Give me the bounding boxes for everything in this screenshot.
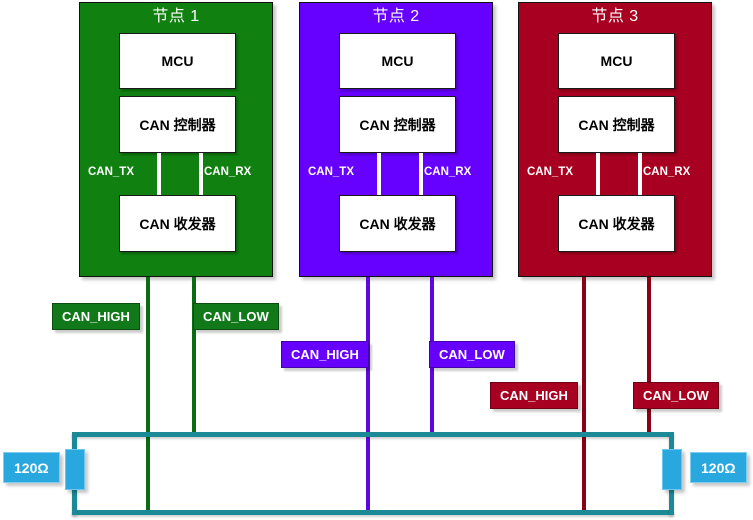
node-title-1: 节点 1 [152,8,200,25]
node-2-block-can-transceiver[interactable]: CAN 收发器 [339,195,456,252]
bus-rail-can-high [72,432,674,437]
node-3-block-can-transceiver[interactable]: CAN 收发器 [558,195,675,252]
node-card-3[interactable]: 节点 3 MCU CAN 控制器 CAN_TX CAN_RX CAN 收发器 [518,2,712,277]
node-1-pin-label-tx: CAN_TX [88,166,135,178]
node-title-2: 节点 2 [372,8,420,25]
node-1-pin-wire-tx [157,153,161,197]
node-3-pin-wire-rx [638,153,642,197]
node-2-pin-label-rx: CAN_RX [424,166,472,178]
node-1-block-can-controller[interactable]: CAN 控制器 [119,96,236,153]
wire-node-3-can-low [647,277,651,433]
node-1-pin-label-rx: CAN_RX [204,166,252,178]
node-card-1[interactable]: 节点 1 MCU CAN 控制器 CAN_TX CAN_RX CAN 收发器 [79,2,273,277]
bus-rail-right-lower [669,487,674,515]
chip-node-1-can-high[interactable]: CAN_HIGH [52,303,140,330]
node-3-pin-label-tx: CAN_TX [527,166,574,178]
node-2-pin-wire-tx [377,153,381,197]
chip-node-3-can-low[interactable]: CAN_LOW [633,382,719,409]
chip-node-2-can-low[interactable]: CAN_LOW [429,341,515,368]
bus-rail-can-low [72,510,674,515]
node-card-2[interactable]: 节点 2 MCU CAN 控制器 CAN_TX CAN_RX CAN 收发器 [299,2,493,277]
node-3-pin-wire-tx [596,153,600,197]
node-2-pin-wire-rx [419,153,423,197]
chip-node-1-can-low[interactable]: CAN_LOW [193,303,279,330]
chip-node-2-can-high[interactable]: CAN_HIGH [281,341,369,368]
wire-node-1-can-high [146,277,150,515]
wire-node-2-can-high [366,277,370,515]
terminator-resistor-right[interactable] [662,449,682,490]
chip-node-3-can-high[interactable]: CAN_HIGH [490,382,578,409]
wire-node-1-can-low [192,277,196,433]
node-1-pin-wire-rx [199,153,203,197]
node-3-block-can-controller[interactable]: CAN 控制器 [558,96,675,153]
bus-rail-right-upper [669,432,674,454]
terminator-label-left: 120Ω [3,452,60,483]
node-1-block-mcu[interactable]: MCU [119,33,236,89]
node-title-3: 节点 3 [591,8,639,25]
node-3-block-mcu[interactable]: MCU [558,33,675,89]
node-1-block-can-transceiver[interactable]: CAN 收发器 [119,195,236,252]
bus-rail-left-upper [72,432,77,454]
node-3-pin-label-rx: CAN_RX [643,166,691,178]
terminator-resistor-left[interactable] [65,449,85,490]
node-2-block-mcu[interactable]: MCU [339,33,456,89]
wire-node-3-can-high [582,277,586,515]
node-2-block-can-controller[interactable]: CAN 控制器 [339,96,456,153]
node-2-pin-label-tx: CAN_TX [308,166,355,178]
terminator-label-right: 120Ω [690,452,747,483]
bus-rail-left-lower [72,487,77,515]
